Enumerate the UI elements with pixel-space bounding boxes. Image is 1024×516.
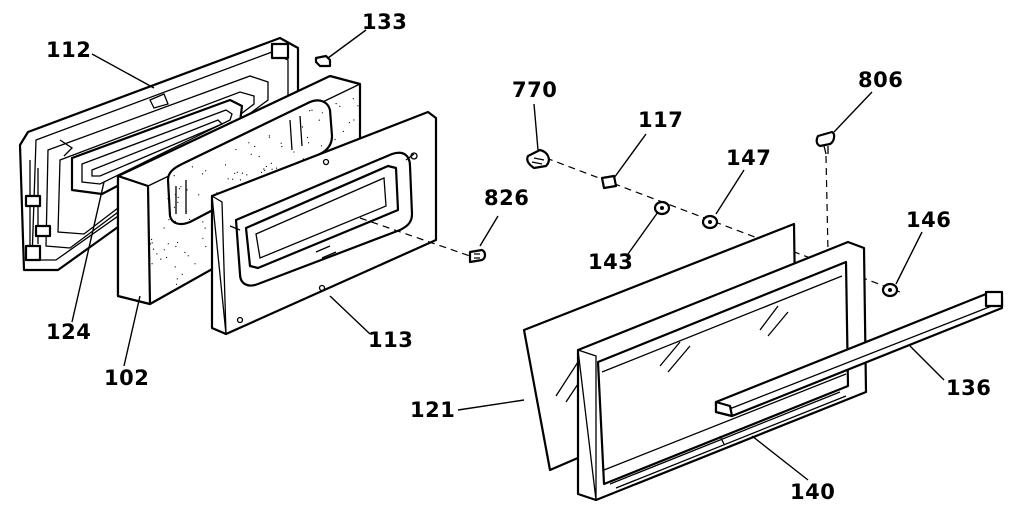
callout-143: 143 [588,250,634,274]
part-806-screw [815,130,836,253]
callout-121: 121 [410,398,456,422]
callout-117: 117 [638,108,684,132]
callout-146: 146 [906,208,952,232]
part-140-door-frame [576,240,868,502]
callout-102: 102 [104,366,150,390]
callout-140: 140 [790,480,836,504]
callout-133: 133 [362,10,408,34]
callout-113: 113 [368,328,414,352]
callout-124: 124 [46,320,92,344]
callout-136: 136 [946,376,992,400]
part-136-handle [714,290,1004,418]
part-826-screw [359,217,487,264]
callout-112: 112 [46,38,92,62]
leader-lines [71,29,945,481]
callout-826: 826 [484,186,530,210]
part-113-inner-panel [210,110,438,336]
callout-147: 147 [726,146,772,170]
callout-806: 806 [858,68,904,92]
part-133-spacer [314,54,332,68]
part-124-window-gasket [70,98,244,196]
part-117-clip [600,174,618,190]
callout-770: 770 [512,78,558,102]
